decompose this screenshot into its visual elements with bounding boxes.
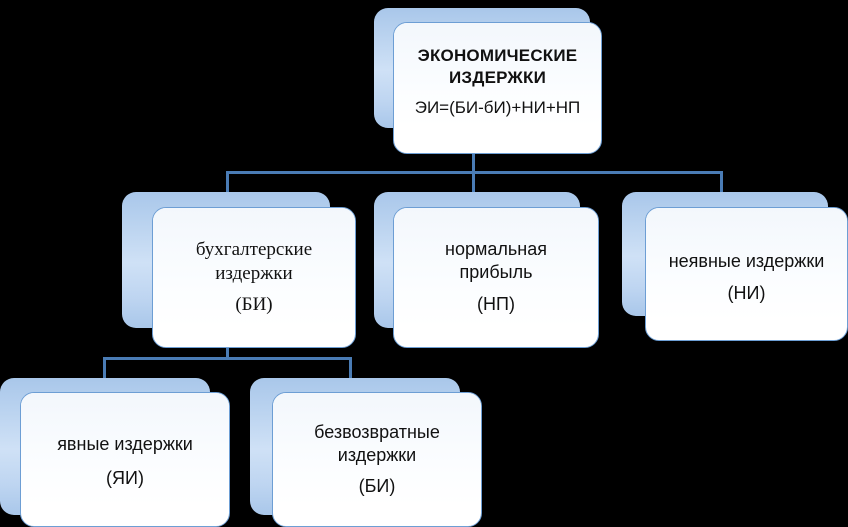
node-inner-panel (21, 393, 229, 506)
connector-bus-level3 (103, 357, 352, 360)
node-card: ЭКОНОМИЧЕСКИЕ ИЗДЕРЖКИ ЭИ=(БИ-бИ)+НИ+НП (393, 22, 602, 154)
node-card: явные издержки (ЯИ) (20, 392, 230, 527)
node-label: нормальная прибыль (445, 239, 547, 283)
node-label: безвозвратные издержки (314, 422, 440, 466)
node-abbreviation: (ЯИ) (106, 468, 144, 488)
node-inner-panel (153, 208, 355, 327)
node-inner-panel (394, 208, 598, 327)
node-title-heading: ЭКОНОМИЧЕСКИЕ ИЗДЕРЖКИ (417, 46, 578, 87)
node-label: неявные издержки (668, 251, 825, 271)
node-economic-costs[interactable]: ЭКОНОМИЧЕСКИЕ ИЗДЕРЖКИ ЭИ=(БИ-бИ)+НИ+НП (374, 8, 602, 154)
connector-drop-implicit (720, 171, 723, 194)
node-label: явные издержки (57, 434, 193, 454)
node-inner-panel (646, 208, 847, 320)
node-card: неявные издержки (НИ) (645, 207, 848, 341)
node-inner-panel (394, 23, 601, 127)
connector-drop-normal-profit (472, 171, 475, 194)
node-sunk-costs[interactable]: безвозвратные издержки (БИ) (250, 378, 484, 527)
connector-drop-sunk (349, 357, 352, 380)
node-inner-panel (273, 393, 481, 506)
node-title-formula: ЭИ=(БИ-бИ)+НИ+НП (414, 98, 581, 117)
connector-drop-explicit (103, 357, 106, 380)
node-label: бухгалтерские издержки (195, 239, 313, 285)
connector-drop-accounting (226, 171, 229, 194)
node-implicit-costs[interactable]: неявные издержки (НИ) (622, 192, 848, 342)
node-card: нормальная прибыль (НП) (393, 207, 599, 348)
node-abbreviation: (НИ) (727, 283, 766, 303)
node-card: безвозвратные издержки (БИ) (272, 392, 482, 527)
node-abbreviation: (НП) (477, 294, 515, 314)
node-explicit-costs[interactable]: явные издержки (ЯИ) (0, 378, 232, 527)
node-accounting-costs[interactable]: бухгалтерские издержки (БИ) (122, 192, 358, 350)
node-normal-profit[interactable]: нормальная прибыль (НП) (374, 192, 602, 350)
node-abbreviation: (БИ) (235, 294, 273, 315)
node-abbreviation: (БИ) (358, 476, 396, 496)
node-card: бухгалтерские издержки (БИ) (152, 207, 356, 348)
